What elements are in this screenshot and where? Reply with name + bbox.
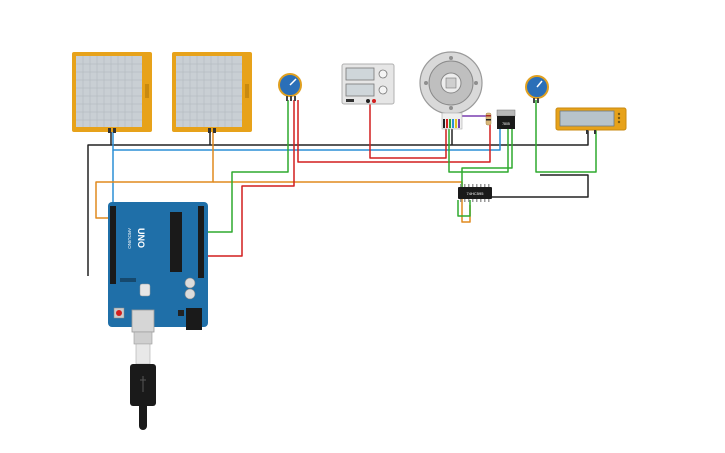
- power-supply-knob-icon[interactable]: [378, 69, 388, 79]
- pressure-sensor-2[interactable]: [172, 52, 252, 133]
- arduino-power-header[interactable]: [110, 206, 116, 284]
- arduino-uno-label: UNO: [136, 228, 146, 248]
- wire-green-shift[interactable]: [457, 200, 471, 217]
- wire-green-motor[interactable]: [448, 128, 509, 173]
- arduino-uno[interactable]: UNO ARDUINO: [108, 202, 208, 333]
- wire-red-pot1[interactable]: [205, 100, 295, 257]
- voltage-regulator[interactable]: 7805: [496, 109, 516, 129]
- wire-ground-bus[interactable]: [87, 128, 589, 276]
- power-supply-display-1: [345, 67, 375, 81]
- wire-red-pot2[interactable]: [297, 100, 491, 163]
- dc-motor[interactable]: [419, 51, 483, 130]
- pressure-pad-icon: [176, 56, 242, 127]
- arduino-power-jack[interactable]: [186, 308, 202, 330]
- shift-register[interactable]: 74HC595: [458, 184, 492, 202]
- usb-cable[interactable]: [130, 331, 156, 430]
- wire-blue-sensor[interactable]: [112, 128, 501, 151]
- wire-red-supply[interactable]: [369, 104, 447, 159]
- arduino-digital-header[interactable]: [198, 206, 204, 278]
- power-supply-display-2: [345, 83, 375, 97]
- lcd-icon: [559, 110, 615, 127]
- wire-green-pot2[interactable]: [535, 100, 597, 173]
- shift-register-label: 74HC595: [467, 191, 485, 196]
- arduino-microcontroller: [170, 212, 182, 272]
- pressure-sensor-1[interactable]: [72, 52, 152, 133]
- wire-green-pot1[interactable]: [205, 100, 289, 233]
- pressure-pad-icon: [76, 56, 142, 127]
- power-supply[interactable]: [341, 63, 395, 105]
- potentiometer-2[interactable]: [525, 75, 549, 103]
- wire-green-lcd[interactable]: [461, 128, 513, 188]
- arduino-usb-port[interactable]: [131, 309, 155, 333]
- wire-orange-long[interactable]: [213, 181, 471, 223]
- potentiometer-1[interactable]: [278, 73, 302, 101]
- wire-ground-shift[interactable]: [478, 174, 589, 198]
- wire-orange-sensor2[interactable]: [95, 132, 214, 219]
- arduino-brand-label: ARDUINO: [127, 228, 132, 249]
- voltage-regulator-label: 7805: [502, 122, 510, 126]
- shift-register-pins-top: [460, 184, 490, 187]
- resistor[interactable]: [485, 112, 492, 126]
- power-supply-knob-icon[interactable]: [378, 85, 388, 95]
- wires: [87, 100, 597, 276]
- shift-register-pins-bottom: [460, 199, 490, 202]
- lcd-module[interactable]: [555, 107, 627, 134]
